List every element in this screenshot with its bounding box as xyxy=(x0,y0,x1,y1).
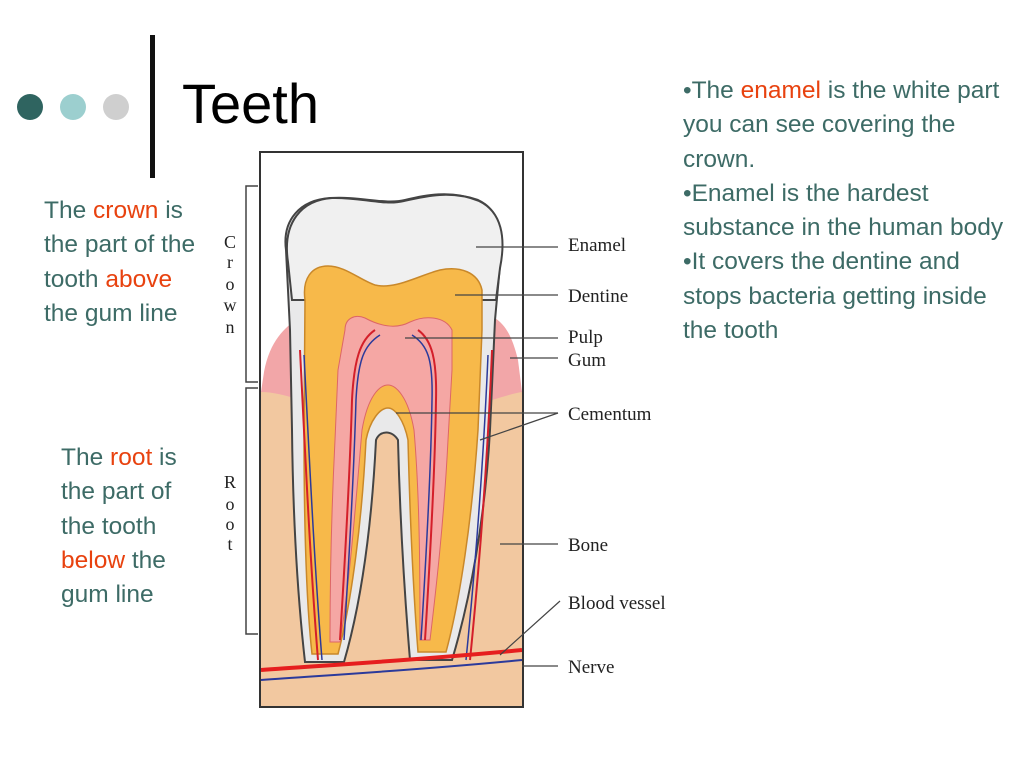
root-description: The root is the part of the tooth below … xyxy=(61,444,177,609)
nerves xyxy=(303,334,489,661)
main-blood-vessel xyxy=(260,648,523,672)
crown-letter: C xyxy=(224,232,236,252)
crown-letter: w xyxy=(224,295,237,315)
decor-dot-2 xyxy=(60,94,86,120)
label-dentine: Dentine xyxy=(568,286,628,307)
decor-dot-3 xyxy=(103,94,129,120)
root-letter: o xyxy=(226,494,235,514)
label-cementum: Cementum xyxy=(568,404,652,425)
label-pulp: Pulp xyxy=(568,327,603,348)
label-enamel: Enamel xyxy=(568,235,626,256)
crown-highlight: crown xyxy=(93,197,159,224)
decor-dot-1 xyxy=(17,94,43,120)
page-title: Teeth xyxy=(182,72,319,135)
root-vertical-label: R o o t xyxy=(224,472,236,554)
pulp xyxy=(329,316,453,643)
below-highlight: below xyxy=(61,546,126,574)
leader-lines xyxy=(396,246,561,667)
crown-vertical-label: C r o w n xyxy=(224,232,237,337)
root-letter: R xyxy=(224,472,236,492)
blood-vessels xyxy=(299,329,493,661)
enamel-facts: •The enamel is the white part you can se… xyxy=(683,74,1013,348)
bullet-2: •Enamel is the hardest substance in the … xyxy=(683,179,1004,242)
label-nerve: Nerve xyxy=(568,657,614,678)
root-letter: t xyxy=(227,534,232,554)
crown-letter: n xyxy=(226,317,235,337)
enamel-highlight: enamel xyxy=(740,77,821,104)
crown-bracket xyxy=(245,185,258,383)
main-nerve xyxy=(260,659,523,681)
diagram-frame xyxy=(259,151,524,708)
label-bone: Bone xyxy=(568,535,608,556)
crown-letter: r xyxy=(227,252,233,272)
crown-letter: o xyxy=(226,274,235,294)
bullet-3: •It covers the dentine and stops bacteri… xyxy=(683,248,987,345)
bullet-1: •The enamel is the white part you can se… xyxy=(683,77,1000,173)
root-bracket xyxy=(245,387,258,635)
above-highlight: above xyxy=(105,265,173,293)
crown-description: The crown is the part of the tooth above… xyxy=(44,197,196,327)
root-letter: o xyxy=(226,514,235,534)
label-blood-vessel: Blood vessel xyxy=(568,593,666,614)
title-divider xyxy=(150,35,155,178)
root-highlight: root xyxy=(110,444,153,471)
label-gum: Gum xyxy=(568,350,606,371)
